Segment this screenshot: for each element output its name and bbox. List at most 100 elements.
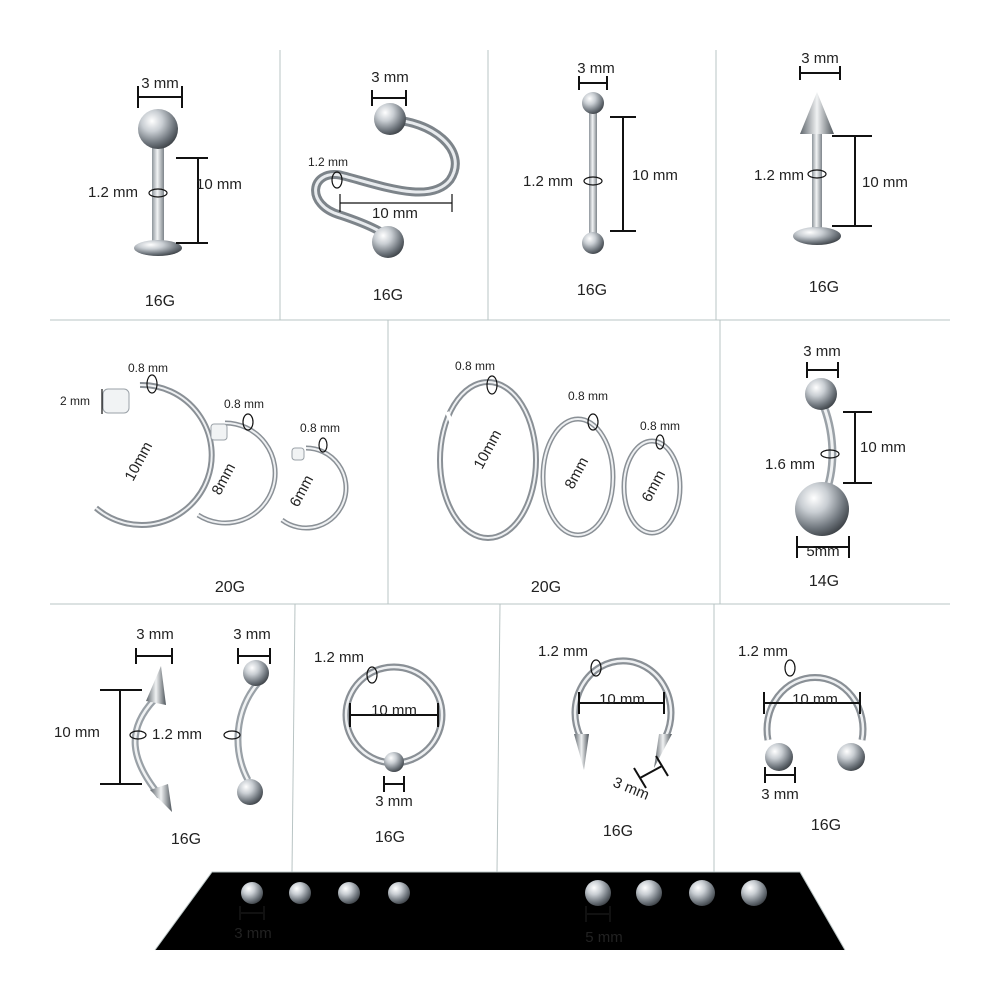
labret-post <box>152 132 164 244</box>
horseshoe-spike-thickness: 1.2 mm <box>538 643 588 660</box>
panel-captive: 10 mm 1.2 mm 3 mm 16G <box>314 649 446 846</box>
spare-ball-3mm-3 <box>338 882 360 904</box>
spare-ball-5mm-2 <box>636 880 662 906</box>
horseshoe-spike-gauge: 16G <box>603 823 633 840</box>
flat-end-medium <box>210 423 228 441</box>
horseshoe-ball-gauge: 16G <box>811 817 841 834</box>
curved-spike-top <box>146 666 166 705</box>
nose-ring-flat-s3: 6mm <box>287 472 318 509</box>
spiral-gauge: 16G <box>373 287 403 304</box>
spare-ball-small-size: 3 mm <box>234 925 272 942</box>
barbell-gauge: 16G <box>577 282 607 299</box>
panel-labret: 3 mm 1.2 mm 10 mm 16G <box>88 75 242 310</box>
spike-labret-diameter: 3 mm <box>801 50 839 67</box>
spiral-body <box>311 115 460 245</box>
grid-lines <box>50 50 950 951</box>
open-ring-t2: 0.8 mm <box>568 389 608 403</box>
spare-balls: 3 mm 5 mm <box>234 880 767 946</box>
open-ring-s3: 6mm <box>639 467 670 504</box>
barbell-length: 10 mm <box>632 167 678 184</box>
belly-ball-top <box>805 378 837 410</box>
curved-thickness: 1.2 mm <box>152 726 202 743</box>
horseshoe-ball-diameter: 10 mm <box>792 691 838 708</box>
captive-bead <box>384 752 404 772</box>
captive-thickness: 1.2 mm <box>314 649 364 666</box>
open-ring-s1: 10mm <box>471 427 506 472</box>
barbell-ball-top <box>582 92 604 114</box>
open-ring-s2: 8mm <box>562 454 593 491</box>
nose-ring-6mm <box>280 445 349 531</box>
belly-bottom-size: 5mm <box>806 543 839 560</box>
spare-ball-5mm-4 <box>741 880 767 906</box>
belly-ball-bottom <box>795 482 849 536</box>
nose-ring-flat-t3: 0.8 mm <box>300 421 340 435</box>
barbell-bar <box>589 104 597 242</box>
barbell-diameter: 3 mm <box>577 60 615 77</box>
spike-labret-gauge: 16G <box>809 279 839 296</box>
flat-end-size: 2 mm <box>60 394 90 408</box>
horseshoe-ball-right <box>837 743 865 771</box>
spare-ball-large-size: 5 mm <box>585 929 623 946</box>
curved-spike-bar <box>131 697 163 799</box>
belly-top-size: 3 mm <box>803 343 841 360</box>
spike-labret-post <box>812 134 822 234</box>
spare-ball-3mm-1 <box>241 882 263 904</box>
nose-ring-flat-t1: 0.8 mm <box>128 361 168 375</box>
curved-ball-diameter: 3 mm <box>233 626 271 643</box>
spike-labret-length: 10 mm <box>862 174 908 191</box>
panel-horseshoe-spike: 10 mm 1.2 mm 3 mm 16G <box>538 643 675 840</box>
belly-length: 10 mm <box>860 439 906 456</box>
captive-gauge: 16G <box>375 829 405 846</box>
horseshoe-ball-size: 3 mm <box>761 786 799 803</box>
curved-gauge: 16G <box>171 831 201 848</box>
flat-end-small <box>291 447 305 461</box>
panel-barbell: 3 mm 1.2 mm 10 mm 16G <box>523 60 678 299</box>
spiral-ball-top <box>374 103 406 135</box>
spiral-diameter: 3 mm <box>371 69 409 86</box>
labret-disc <box>134 240 182 256</box>
horseshoe-spike-right <box>654 734 672 768</box>
spare-ball-5mm-3 <box>689 880 715 906</box>
captive-bead-size: 3 mm <box>375 793 413 810</box>
horseshoe-spike-diameter: 10 mm <box>599 691 645 708</box>
curved-spike-bottom <box>150 784 172 812</box>
labret-gauge: 16G <box>145 293 175 310</box>
panel-curved: 3 mm 10 mm 3 mm 1.2 mm 16G <box>54 626 271 848</box>
belly-thickness: 1.6 mm <box>765 456 815 473</box>
flat-end-large <box>102 388 130 414</box>
barbell-ball-bottom <box>582 232 604 254</box>
panel-nose-rings-open: 0.8 mm 0.8 mm 0.8 mm 10mm 8mm 6mm 20G <box>437 359 683 596</box>
barbell-thickness: 1.2 mm <box>523 173 573 190</box>
horseshoe-spike-size: 3 mm <box>611 774 652 804</box>
labret-thickness: 1.2 mm <box>88 184 138 201</box>
panel-nose-rings-flat: 2 mm 0.8 mm 0.8 mm 0.8 mm 10mm 8mm 6mm 2… <box>60 361 349 596</box>
labret-length: 10 mm <box>196 176 242 193</box>
open-ring-t3: 0.8 mm <box>640 419 680 433</box>
panel-spiral: 3 mm 1.2 mm 10 mm 16G <box>308 69 460 304</box>
horseshoe-ball-thickness: 1.2 mm <box>738 643 788 660</box>
panel-spike-labret: 3 mm 1.2 mm 10 mm 16G <box>754 50 908 296</box>
curved-ball-bottom <box>237 779 263 805</box>
panel-horseshoe-ball: 10 mm 1.2 mm 3 mm 16G <box>738 643 867 834</box>
nose-ring-flat-t2: 0.8 mm <box>224 397 264 411</box>
captive-diameter: 10 mm <box>371 702 417 719</box>
spare-ball-5mm-1 <box>585 880 611 906</box>
spare-ball-3mm-4 <box>388 882 410 904</box>
labret-ball <box>138 109 178 149</box>
spike-labret-thickness: 1.2 mm <box>754 167 804 184</box>
nose-ring-flat-gauge: 20G <box>215 579 245 596</box>
belly-gauge: 14G <box>809 573 839 590</box>
panel-belly: 3 mm 1.6 mm 10 mm 5mm 14G <box>765 343 906 590</box>
horseshoe-spike-left <box>574 734 589 770</box>
curved-ball-top <box>243 660 269 686</box>
horseshoe-ball-ring <box>763 674 867 741</box>
horseshoe-ball-left <box>765 743 793 771</box>
nose-ring-flat-s1: 10mm <box>122 439 157 484</box>
labret-diameter: 3 mm <box>141 75 179 92</box>
spiral-length: 10 mm <box>372 205 418 222</box>
open-ring-t1: 0.8 mm <box>455 359 495 373</box>
spike-labret-disc <box>793 227 841 245</box>
spike-labret-spike <box>800 92 834 134</box>
spare-ball-3mm-2 <box>289 882 311 904</box>
